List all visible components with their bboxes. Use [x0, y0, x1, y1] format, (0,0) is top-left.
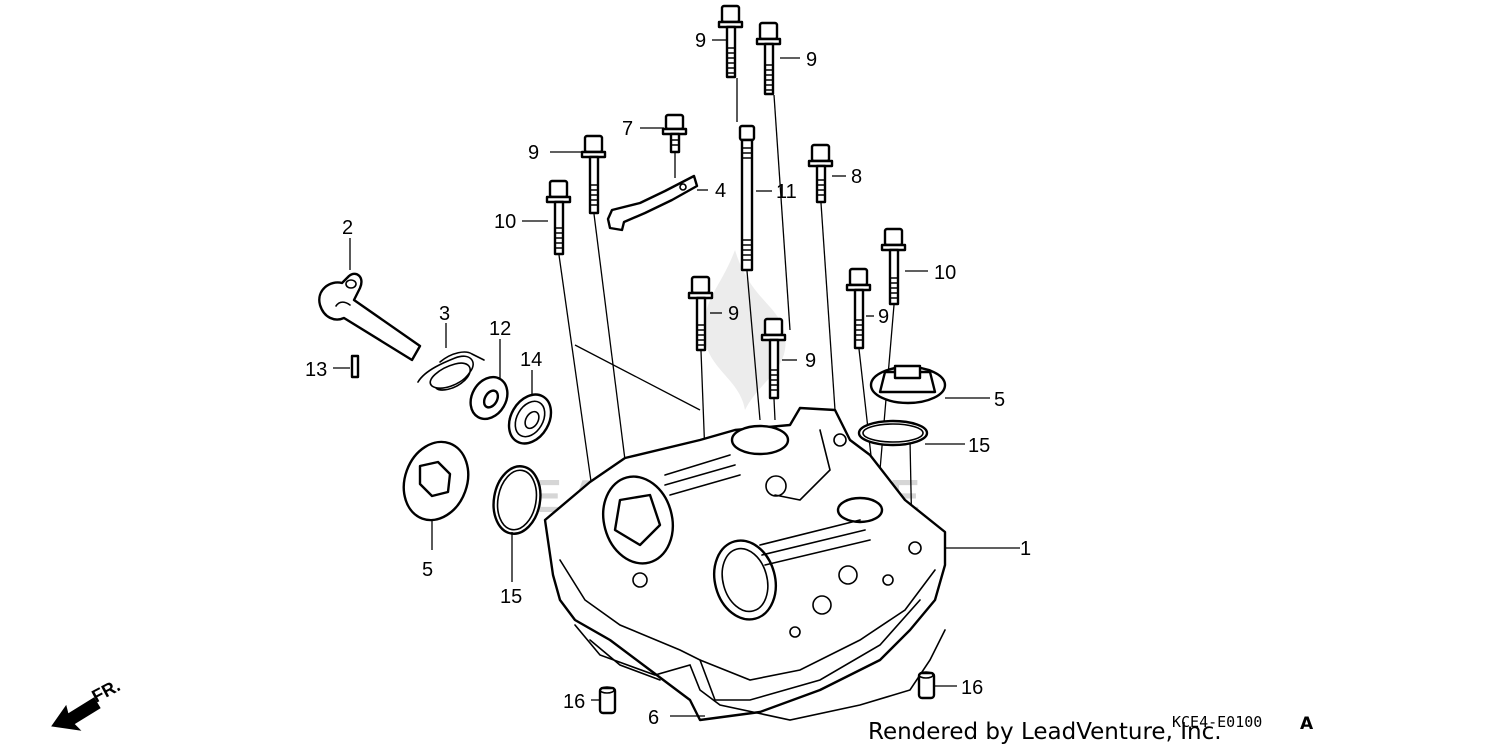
callout-9-right: 9 [878, 306, 889, 328]
callout-2: 2 [342, 217, 353, 239]
bolt-9-mid-left [580, 134, 607, 215]
callout-1: 1 [1020, 538, 1031, 560]
callout-11: 11 [776, 181, 797, 203]
decompressor-shaft-2 [318, 272, 422, 362]
dowel-pin-16-right [917, 671, 936, 700]
callouts: 1 2 3 4 5 5 6 7 8 9 9 9 9 9 9 10 10 11 1… [305, 30, 1031, 729]
callout-16-right: 16 [961, 677, 983, 699]
callout-8: 8 [851, 166, 862, 188]
dowel-pin-16-left [598, 686, 617, 715]
oil-seal-14 [507, 393, 553, 445]
bolt-9-lower [760, 317, 787, 400]
callout-12: 12 [489, 318, 511, 340]
callout-14: 14 [520, 349, 542, 371]
callout-5-left: 5 [422, 559, 433, 581]
pin-13 [350, 354, 360, 379]
bolt-10-left [545, 179, 572, 256]
diagram-code-suffix: A [1300, 714, 1314, 734]
callout-13: 13 [305, 359, 327, 381]
o-ring-15-left [492, 465, 542, 535]
front-direction-indicator: FR. [51, 675, 123, 731]
callout-10-left: 10 [494, 211, 516, 233]
bolt-9-center [687, 275, 714, 352]
callout-4: 4 [715, 180, 726, 202]
washer-12 [469, 375, 509, 421]
filler-cap-5-left [402, 440, 470, 522]
callout-15-left: 15 [500, 586, 522, 608]
bolt-9-top-left [717, 4, 744, 79]
bolt-9-right [845, 267, 872, 350]
callout-6: 6 [648, 707, 659, 729]
callout-16-left: 16 [563, 691, 585, 713]
bolt-10-right [880, 227, 907, 306]
callout-15-right: 15 [968, 435, 990, 457]
callout-9-lower: 9 [805, 350, 816, 372]
callout-3: 3 [439, 303, 450, 325]
front-arrow-icon [51, 697, 101, 731]
o-ring-15-right [857, 419, 929, 447]
callout-9-top-right: 9 [806, 49, 817, 71]
callout-10-right: 10 [934, 262, 956, 284]
callout-5-right: 5 [994, 389, 1005, 411]
leader-lines [333, 39, 1020, 717]
diagram-code: KCE4-E0100 [1172, 713, 1262, 731]
bolt-8 [807, 143, 834, 204]
spring-3 [417, 351, 485, 391]
bolt-7 [661, 113, 688, 154]
cylinder-head-cover-1 [543, 406, 947, 722]
stud-bolt-11 [738, 124, 756, 272]
filler-cap-5-right [869, 364, 947, 405]
bolt-9-top-right [755, 21, 782, 96]
callout-9-top-left: 9 [695, 30, 706, 52]
callout-9-mid-left: 9 [528, 142, 539, 164]
render-credit: Rendered by LeadVenture, Inc. [868, 719, 1222, 745]
callout-9-center: 9 [728, 303, 739, 325]
gasket-6 [574, 624, 946, 721]
bracket-4 [606, 174, 699, 232]
callout-7: 7 [622, 118, 633, 140]
